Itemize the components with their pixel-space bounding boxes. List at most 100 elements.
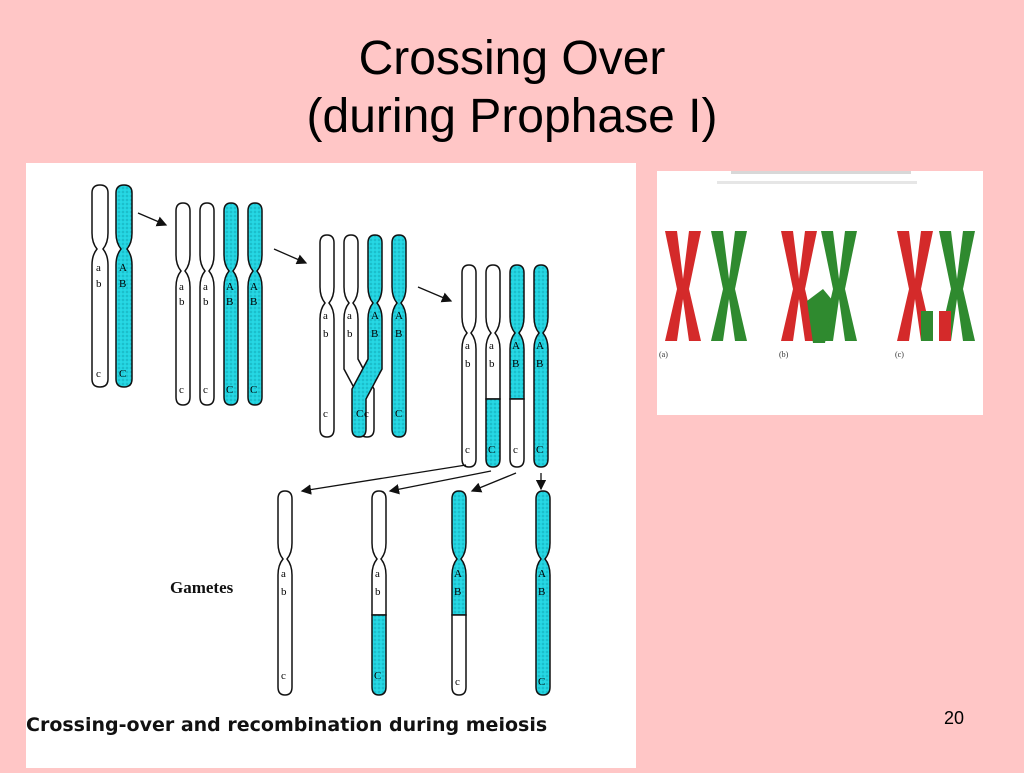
arrow [470, 472, 517, 493]
gene-label: b [323, 328, 329, 340]
gene-label: a [281, 568, 286, 580]
gene-label: A [119, 262, 127, 274]
gametes-label: Gametes [170, 578, 234, 597]
gene-label: b [203, 296, 209, 308]
gene-label: b [375, 586, 381, 598]
stage-1-chromosomes: a b c A B C [91, 184, 133, 388]
slide-title: Crossing Over (during Prophase I) [0, 30, 1024, 146]
gene-label: C [356, 408, 363, 420]
gamete-recombinant-white-bottom [451, 614, 467, 696]
gene-label: C [119, 368, 126, 380]
gene-label: b [489, 358, 495, 370]
gene-label: a [96, 262, 101, 274]
arrow [417, 286, 453, 303]
chromosome-recombinant-cyan-top [509, 264, 525, 400]
gene-label: C [488, 444, 495, 456]
gene-label: C [374, 670, 381, 682]
crossing-over-diagram: a b c A B C a b c a b c A B C A B C [26, 163, 636, 768]
chromosome-white [175, 202, 191, 406]
gene-label: A [395, 310, 403, 322]
gene-label: B [454, 586, 461, 598]
chromosome-cyan [391, 234, 407, 438]
slide-number: 20 [943, 708, 964, 728]
gamete-recombinant-cyan-bottom [371, 614, 387, 696]
gene-label: c [179, 384, 184, 396]
gene-label: B [250, 296, 257, 308]
title-line-2: (during Prophase I) [306, 90, 718, 143]
gene-label: A [454, 568, 462, 580]
gene-label: c [513, 444, 518, 456]
gene-label: B [226, 296, 233, 308]
crossover-segment [807, 289, 833, 343]
gene-label: a [375, 568, 380, 580]
arrow [300, 464, 467, 495]
gene-label: b [96, 278, 102, 290]
xx-panel-a: (a) [659, 231, 747, 359]
gene-label: A [371, 310, 379, 322]
gamete-recombinant-white-top [371, 490, 387, 616]
chromosome-white [319, 234, 335, 438]
gene-label: b [347, 328, 353, 340]
green-chromosome [711, 231, 747, 341]
stage-4-chromosomes: a b c a b C A B c A B C [461, 264, 549, 468]
gene-label: c [281, 670, 286, 682]
gene-label: a [347, 310, 352, 322]
gene-label: C [226, 384, 233, 396]
gene-label: a [179, 281, 184, 293]
chromosome-cyan [247, 202, 263, 406]
chromosome-recombinant-white-bottom [509, 398, 525, 468]
chromosome-recombinant-cyan-bottom [485, 398, 501, 468]
gene-label: A [536, 340, 544, 352]
gene-label: b [465, 358, 471, 370]
gene-label: B [119, 278, 126, 290]
gene-label: C [395, 408, 402, 420]
swapped-green-on-red [921, 311, 933, 341]
stage-3-chromosomes: a b c a b C A B c A B C [319, 234, 407, 438]
red-chromosome [781, 231, 817, 341]
arrow [137, 212, 168, 227]
gene-label: A [538, 568, 546, 580]
chromosome-cyan [223, 202, 239, 406]
chromosome-white [461, 264, 477, 468]
gamete-recombinant-cyan-top [451, 490, 467, 616]
xx-chromosome-svg: (a) (b) (c) [659, 171, 975, 359]
gene-label: c [96, 368, 101, 380]
gene-label: b [179, 296, 185, 308]
gene-label: a [489, 340, 494, 352]
stage-2-chromosomes: a b c a b c A B C A B C [175, 202, 263, 406]
chromosome-recombinant-white-top [485, 264, 501, 400]
gamete-arrows [300, 464, 547, 495]
gene-label: B [536, 358, 543, 370]
gamete-white [277, 490, 293, 696]
gene-label: a [203, 281, 208, 293]
gene-label: a [323, 310, 328, 322]
gene-label: c [323, 408, 328, 420]
gene-label: B [538, 586, 545, 598]
chromosome-cyan [533, 264, 549, 468]
gene-label: b [281, 586, 287, 598]
panel-label: (c) [895, 350, 904, 359]
arrow [388, 470, 492, 495]
chromosome-white [91, 184, 109, 388]
gene-label: c [455, 676, 460, 688]
panel-label: (a) [659, 350, 668, 359]
gene-label: c [465, 444, 470, 456]
chromosome-diagram-svg: a b c A B C a b c a b c A B C A B C [91, 184, 551, 696]
gamete-cyan [535, 490, 551, 696]
xx-panel-b: (b) [779, 231, 857, 359]
red-chromosome [665, 231, 701, 341]
chromosome-cyan [115, 184, 133, 388]
panel-label: (b) [779, 350, 789, 359]
faint-header-line [717, 181, 917, 184]
gene-label: C [536, 444, 543, 456]
gene-label: C [538, 676, 545, 688]
figure-caption: Crossing-over and recombination during m… [26, 714, 548, 736]
faint-header-line [731, 171, 911, 174]
gene-label: B [512, 358, 519, 370]
gene-label: a [465, 340, 470, 352]
gene-label: c [364, 408, 369, 420]
gene-label: A [226, 281, 234, 293]
gene-label: A [250, 281, 258, 293]
gene-label: A [512, 340, 520, 352]
title-line-1: Crossing Over [358, 32, 666, 85]
